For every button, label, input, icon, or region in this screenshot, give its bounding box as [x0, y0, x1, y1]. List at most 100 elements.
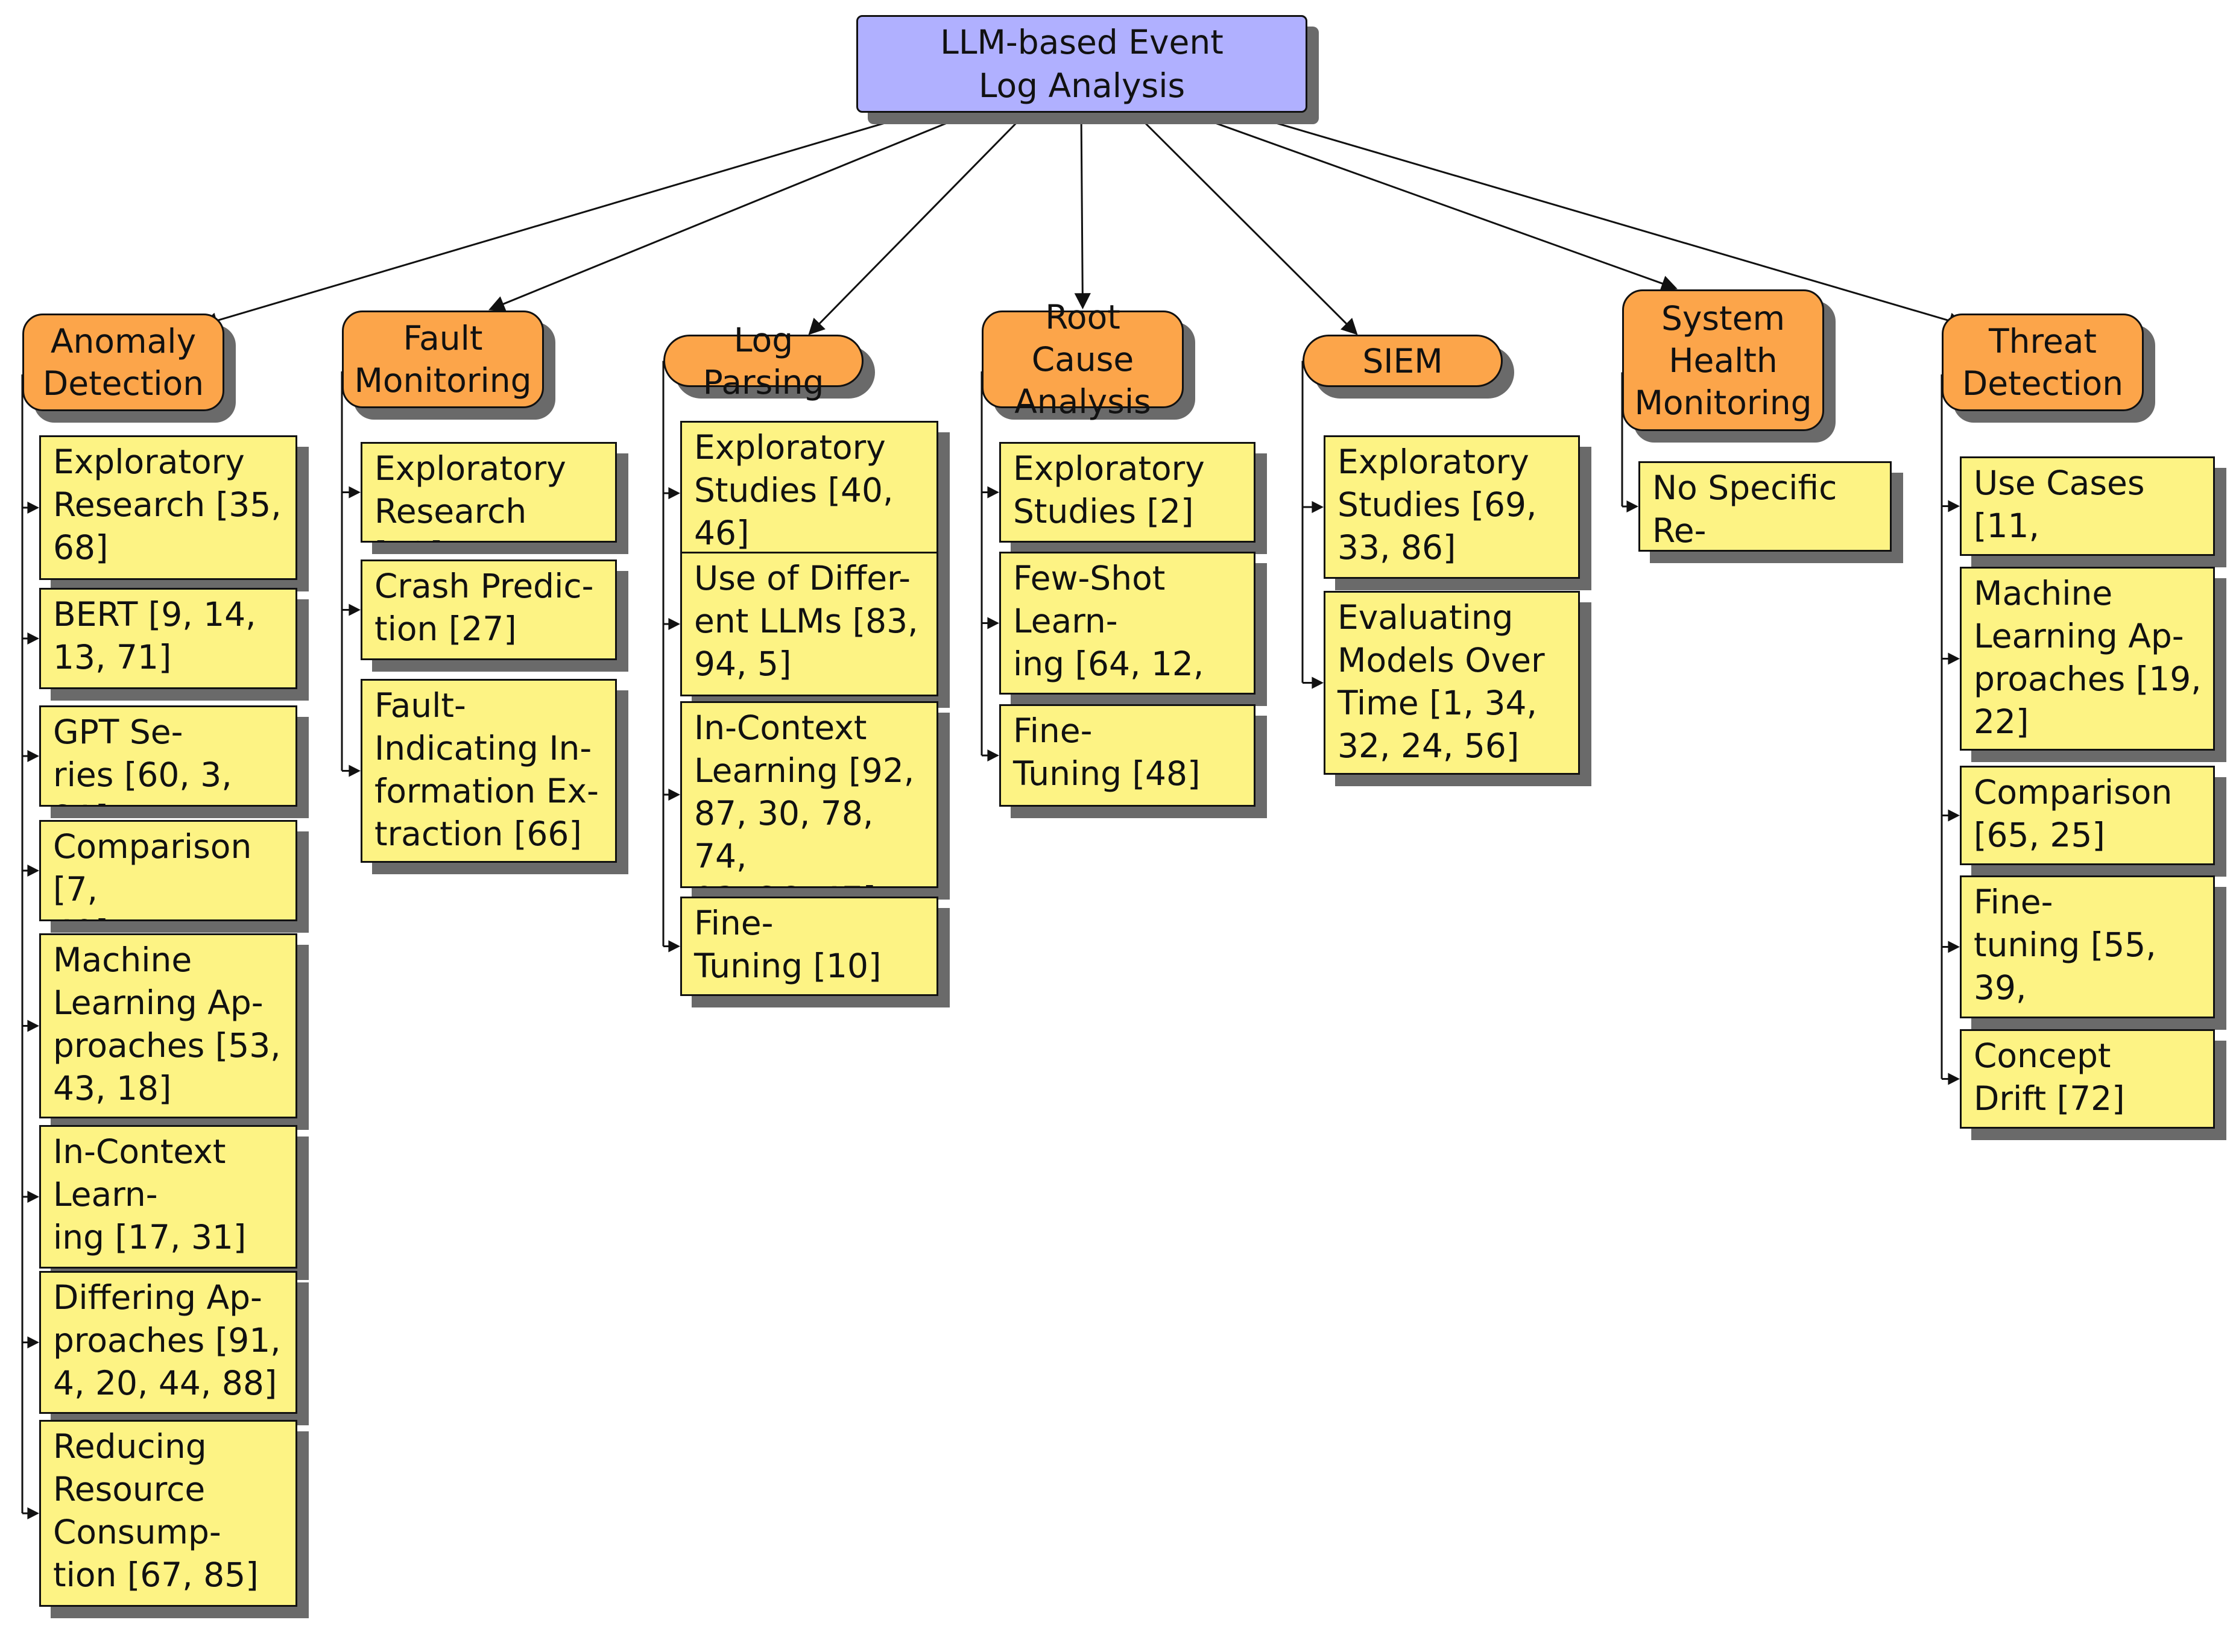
leaf-label-line: Exploratory: [374, 449, 566, 488]
leaf-node: Use of Differ-ent LLMs [83,94, 5]: [680, 552, 938, 696]
leaf-label-line: Machine: [1974, 574, 2113, 613]
leaf-label-line: Tuning [10]: [694, 947, 882, 985]
leaf-label-line: 33, 86]: [1337, 528, 1456, 567]
leaf-label-line: Reducing: [53, 1427, 207, 1466]
leaf-label-line: Exploratory: [53, 443, 245, 481]
root-label-line1: LLM-based Event: [940, 23, 1224, 61]
leaf-label-line: Few-Shot: [1013, 559, 1166, 597]
leaf-node: BERT [9, 14, 13, 71]: [39, 588, 297, 689]
leaf-node: GPT Se-ries [60, 3, 21]: [39, 705, 297, 807]
leaf-node: Differing Ap-proaches [91, 4, 20, 44, 88]: [39, 1271, 297, 1414]
leaf-label-line: Models Over: [1337, 641, 1545, 679]
leaf-label-line: 46]: [694, 514, 750, 552]
leaf-label-line: Studies [40,: [694, 471, 894, 509]
leaf-label-line: BERT [9, 14,: [53, 595, 256, 634]
leaf-node: Use Cases [11, 36, 58]: [1960, 456, 2215, 556]
leaf-label-line: Fine-: [1974, 883, 2053, 921]
leaf-label-line: 68]: [53, 528, 109, 567]
leaf-label-line: formation Ex-: [374, 772, 599, 810]
category-label-line: Detection: [1962, 364, 2124, 403]
leaf-label-line: 36, 58]: [1974, 547, 2202, 554]
leaf-label-line: Comparison: [1974, 773, 2173, 812]
leaf-node: Fine-Tuning [48]: [999, 704, 1255, 807]
category-label-line: Root Cause: [1031, 298, 1134, 379]
leaf-label-line: 62]: [1974, 1009, 2202, 1017]
leaf-label-line: Evaluating: [1337, 598, 1514, 637]
leaf-label-line: 43, 18]: [53, 1069, 172, 1108]
leaf-label-line: No Specific Re-: [1652, 468, 1837, 550]
category-label-line: Health: [1669, 341, 1778, 380]
leaf-label-line: Exploratory: [1337, 443, 1529, 481]
leaf-node: Comparison [65, 25]: [1960, 766, 2215, 865]
leaf-label-line: 93, 26, 47]: [694, 878, 926, 886]
leaf-label-line: 87, 30, 78, 74,: [694, 794, 874, 875]
category-label-line: SIEM: [1362, 341, 1443, 380]
leaf-label-line: Learn-: [53, 1175, 158, 1214]
root-node: LLM-based Event Log Analysis: [856, 15, 1307, 113]
leaf-label-line: Concept: [1974, 1036, 2111, 1075]
category-label-line: Fault: [403, 319, 483, 358]
leaf-label-line: Differing Ap-: [53, 1278, 262, 1317]
leaf-label-line: proaches [19,: [1974, 660, 2202, 698]
leaf-label-line: tuning [55, 39,: [1974, 925, 2156, 1007]
leaf-label-line: 13, 71]: [53, 638, 172, 676]
leaf-label-line: Research [52]: [374, 492, 527, 541]
leaf-label-line: tion [27]: [374, 610, 517, 648]
leaf-label-line: Learning Ap-: [53, 983, 264, 1022]
leaf-label-line: Studies [2]: [1013, 492, 1194, 531]
category-node: SIEM: [1303, 335, 1503, 387]
leaf-label-line: Fine-: [1013, 711, 1093, 750]
leaf-label-line: Exploratory: [1013, 449, 1205, 488]
leaf-label-line: Resource: [53, 1470, 206, 1509]
leaf-label-line: Consump-: [53, 1513, 221, 1551]
leaf-label-line: 4, 20, 44, 88]: [53, 1364, 277, 1402]
leaf-label-line: [65, 25]: [1974, 816, 2105, 854]
leaf-label-line: 49]: [53, 911, 285, 919]
leaf-label-line: Comparison [7,: [53, 827, 252, 909]
category-label-line: Monitoring: [1634, 383, 1812, 422]
leaf-label-line: proaches [91,: [53, 1321, 281, 1360]
root-label-line2: Log Analysis: [978, 66, 1186, 105]
leaf-label-line: Learning [92,: [694, 751, 915, 790]
leaf-label-line: Learning Ap-: [1974, 617, 2184, 655]
leaf-label-line: Learn-: [1013, 602, 1118, 640]
leaf-label-line: ries [60, 3, 21]: [53, 755, 232, 805]
leaf-node: Fine- Tuning [10]: [680, 897, 938, 996]
category-label-line: Monitoring: [354, 361, 532, 400]
category-label-line: Anomaly: [50, 322, 197, 361]
leaf-label-line: Use Cases [11,: [1974, 464, 2145, 545]
category-label-line: Threat: [1989, 322, 2097, 361]
leaf-label-line: Use of Differ-: [694, 559, 911, 597]
leaf-label-line: Indicating In-: [374, 729, 592, 768]
leaf-label-line: ent LLMs [83,: [694, 602, 918, 640]
category-label-line: System: [1661, 298, 1786, 338]
category-label-line: Detection: [42, 364, 204, 403]
leaf-label-line: In-Context: [53, 1132, 226, 1171]
leaf-label-line: 22]: [1974, 702, 2029, 741]
leaf-label-line: Crash Predic-: [374, 567, 594, 605]
leaf-node: Fine-tuning [55, 39, 62]: [1960, 875, 2215, 1018]
leaf-label-line: Fault-: [374, 686, 466, 725]
leaf-label-line: Fine-: [694, 904, 774, 942]
leaf-label-line: Studies [69,: [1337, 485, 1537, 524]
category-label-line: Analysis: [1014, 382, 1151, 421]
leaf-label-line: Exploratory: [694, 428, 886, 467]
leaf-label-line: Drift [72]: [1974, 1079, 2125, 1118]
leaf-label-line: ing [17, 31]: [53, 1218, 247, 1256]
